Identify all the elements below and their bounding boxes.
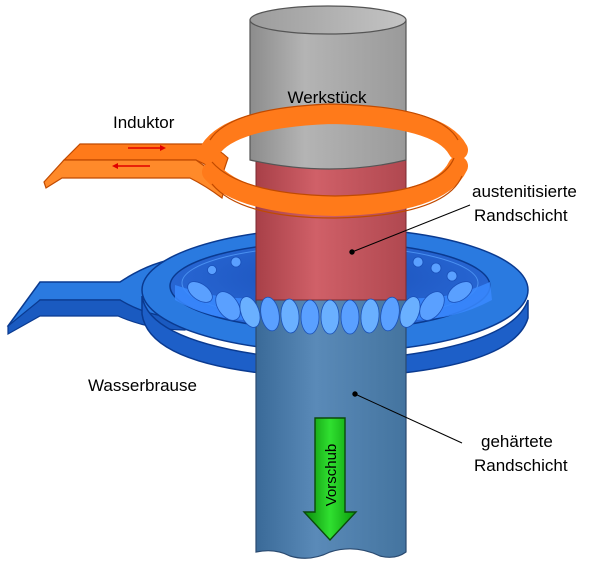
inductor-label: Induktor	[113, 113, 175, 132]
current-arrow-icon	[112, 145, 166, 169]
leader-lines	[349, 204, 471, 444]
hardened-layer-label-line2: Randschicht	[474, 456, 568, 475]
feed-label: Vorschub	[323, 444, 340, 507]
inductor-coil	[43, 103, 468, 219]
water-spray-jets	[175, 256, 492, 335]
workpiece-label: Werkstück	[287, 88, 367, 107]
austenitized-layer-label-line1: austenitisierte	[472, 182, 577, 201]
feed-arrow-icon	[302, 417, 358, 542]
austenitized-layer-label-line2: Randschicht	[474, 206, 568, 225]
water-shower-label: Wasserbrause	[88, 376, 197, 395]
hardened-layer-label-line1: gehärtete	[481, 432, 553, 451]
